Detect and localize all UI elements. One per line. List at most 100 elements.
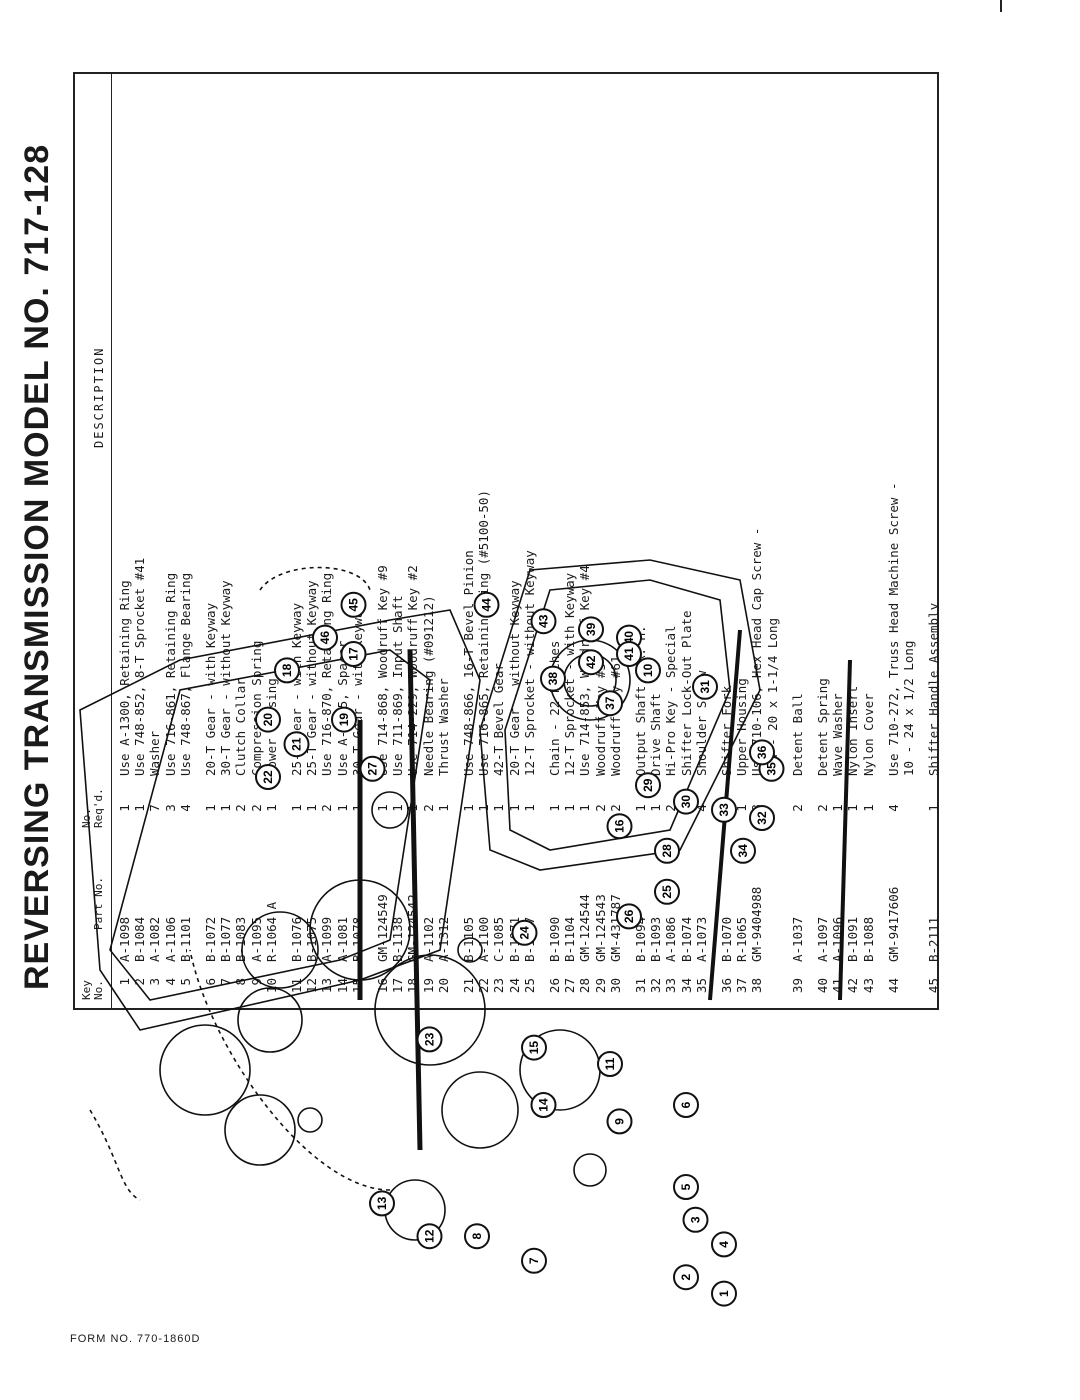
callout-label: 12	[423, 1229, 437, 1243]
callout-label: 22	[261, 770, 275, 784]
callout-circle	[616, 903, 642, 930]
callout-circle	[730, 837, 756, 864]
callout-label: 19	[337, 713, 351, 727]
callout-18: 18	[274, 657, 300, 684]
callout-circle	[521, 1247, 547, 1274]
callout-42: 42	[578, 649, 604, 676]
callout-34: 34	[730, 837, 756, 864]
callout-circle	[359, 755, 386, 782]
callout-label: 2	[679, 1274, 693, 1281]
callout-circle	[578, 649, 604, 676]
callout-label: 32	[755, 811, 769, 825]
callout-10: 10	[635, 657, 661, 684]
callout-label: 23	[423, 1032, 437, 1046]
callout-2: 2	[673, 1264, 699, 1291]
callout-circle	[597, 690, 623, 717]
callout-45: 45	[340, 591, 367, 618]
spring-9b	[457, 937, 483, 963]
callout-27: 27	[359, 755, 386, 782]
callout-circle	[530, 608, 557, 635]
callout-3: 3	[682, 1206, 709, 1233]
callout-circle	[578, 616, 604, 643]
callout-label: 11	[603, 1057, 617, 1070]
callout-28: 28	[654, 837, 680, 864]
callout-circle	[597, 1051, 623, 1077]
callout-label: 13	[375, 1196, 389, 1210]
callout-circle	[682, 1206, 709, 1233]
callout-26: 26	[616, 903, 642, 930]
exploded-diagram: 1234567891011121314151617181920212223242…	[79, 559, 852, 1307]
callout-circle	[331, 706, 357, 733]
callout-29: 29	[635, 772, 661, 799]
gear-12	[237, 987, 303, 1053]
callout-label: 29	[641, 778, 655, 792]
callout-label: 38	[546, 672, 560, 686]
callout-41: 41	[616, 641, 642, 667]
callout-circle	[283, 731, 310, 758]
callout-label: 14	[537, 1098, 551, 1112]
callout-label: 3	[689, 1216, 703, 1223]
callout-circle	[749, 739, 775, 766]
callout-circle	[692, 673, 718, 700]
callout-label: 30	[679, 795, 693, 809]
callout-label: 43	[537, 614, 551, 628]
callout-group: 1234567891011121314151617181920212223242…	[255, 591, 785, 1307]
callout-38: 38	[540, 665, 566, 692]
gear-7	[159, 1024, 251, 1116]
callout-label: 44	[480, 598, 494, 612]
callout-circle	[530, 1092, 557, 1118]
callout-circle	[369, 1190, 395, 1217]
callout-label: 25	[660, 885, 674, 899]
callout-4: 4	[711, 1231, 737, 1258]
callout-circle	[749, 805, 775, 831]
callout-label: 46	[318, 631, 332, 645]
callout-44: 44	[473, 591, 500, 618]
callout-circle	[473, 591, 500, 618]
callout-label: 16	[613, 819, 627, 833]
callout-16: 16	[606, 813, 633, 840]
callout-label: 26	[622, 909, 636, 923]
callout-33: 33	[711, 796, 737, 823]
callout-circle	[312, 624, 338, 651]
callout-7: 7	[521, 1247, 547, 1274]
callout-label: 8	[470, 1233, 484, 1240]
bevel-gear-23	[374, 954, 486, 1066]
title-container: REVERSING TRANSMISSION MODEL NO. 717-128	[8, 110, 68, 990]
callout-circle	[673, 1092, 699, 1118]
callout-24: 24	[511, 919, 538, 946]
callout-label: 33	[717, 803, 731, 817]
callout-circle	[606, 813, 633, 840]
callout-13: 13	[369, 1190, 395, 1217]
callout-circle	[711, 1280, 737, 1307]
callout-label: 9	[613, 1118, 627, 1125]
callout-label: 39	[584, 622, 598, 636]
gear-6	[224, 1094, 296, 1166]
callout-label: 6	[679, 1101, 693, 1108]
callout-label: 28	[660, 844, 674, 858]
callout-label: 24	[518, 926, 532, 940]
page-title: REVERSING TRANSMISSION MODEL NO. 717-128	[18, 143, 56, 990]
callout-39: 39	[578, 616, 604, 643]
callout-circle	[464, 1223, 490, 1250]
callout-label: 4	[717, 1241, 731, 1248]
callout-circle	[711, 1231, 737, 1258]
callout-6: 6	[673, 1092, 699, 1118]
callout-circle	[540, 665, 566, 692]
callout-circle	[416, 1026, 443, 1053]
callout-label: 15	[527, 1041, 541, 1055]
callout-15: 15	[521, 1034, 547, 1061]
callout-circle	[673, 788, 699, 815]
callout-circle	[255, 706, 281, 733]
header-description: DESCRIPTION	[92, 346, 106, 448]
callout-label: 21	[290, 737, 304, 751]
callout-circle	[654, 878, 680, 905]
callout-label: 37	[603, 696, 617, 710]
callout-label: 35	[765, 762, 779, 776]
callout-circle	[340, 641, 367, 667]
sprocket-25	[573, 1153, 607, 1187]
callout-25: 25	[654, 878, 680, 905]
callout-46: 46	[312, 624, 338, 651]
form-number: FORM NO. 770-1860D	[70, 1333, 201, 1345]
callout-8: 8	[464, 1223, 490, 1250]
callout-21: 21	[283, 731, 310, 758]
